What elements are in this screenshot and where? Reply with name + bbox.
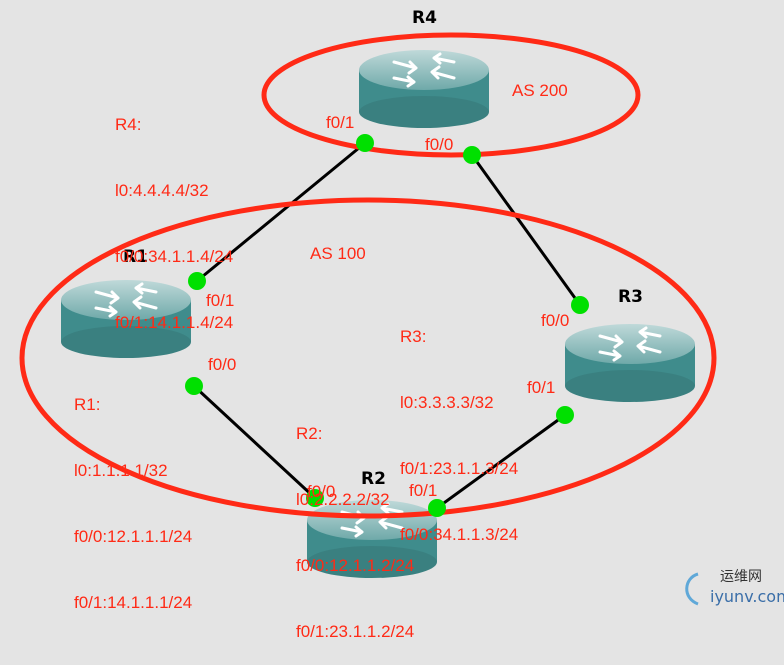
port-r1-f01[interactable] [188,272,206,290]
iface-r4-f01: f0/1 [326,113,355,132]
config-r3-line: f0/0:34.1.1.3/24 [400,525,519,544]
config-r4-line: R4: [115,115,142,134]
config-r1-line: f0/1:14.1.1.1/24 [74,593,193,612]
config-r2: R2: l0:2.2.2.2/32 f0/0:12.1.1.2/24 f0/1:… [296,379,414,665]
as100-ellipse [19,197,717,519]
router-r4[interactable] [357,48,491,130]
link-r2-r3 [436,413,566,510]
config-r3: R3: l0:3.3.3.3/32 f0/1:23.1.1.3/24 f0/0:… [400,282,518,568]
iface-r1-f00: f0/0 [208,355,237,374]
port-r3-f00[interactable] [571,296,589,314]
config-r4-line: f0/0:34.1.1.4/24 [115,247,234,266]
link-r4-r3 [470,154,582,306]
iface-r3-f01: f0/1 [527,378,556,397]
config-r4-line: f0/1:14.1.1.4/24 [115,313,234,332]
router-label-r3: R3 [618,287,643,307]
config-r2-line: R2: [296,424,323,443]
port-r4-f01[interactable] [356,134,374,152]
iface-r3-f00: f0/0 [541,311,570,330]
as100-label: AS 100 [310,244,366,263]
config-r2-line: f0/1:23.1.1.2/24 [296,622,415,641]
link-r4-r1 [196,141,366,283]
config-r3-line: f0/1:23.1.1.3/24 [400,459,519,478]
iface-r2-f01: f0/1 [409,481,438,500]
config-r1-line: l0:1.1.1.1/32 [74,461,168,480]
iface-r2-f00: f0/0 [307,482,336,501]
watermark-cn: 运维网 [720,569,762,585]
port-r2-f01[interactable] [428,499,446,517]
as200-label: AS 200 [512,81,568,100]
config-r4-line: l0:4.4.4.4/32 [115,181,209,200]
as200-ellipse [261,32,641,158]
iface-r4-f00: f0/0 [425,135,454,154]
port-r2-f00[interactable] [306,489,324,507]
config-r4: R4: l0:4.4.4.4/32 f0/0:34.1.1.4/24 f0/1:… [115,70,233,356]
config-r3-line: l0:3.3.3.3/32 [400,393,494,412]
watermark-logo-icon [685,572,699,606]
router-label-r4: R4 [412,8,437,28]
iface-r1-f01: f0/1 [206,291,235,310]
topology-diagram [19,32,717,580]
config-r3-line: R3: [400,327,427,346]
config-r2-line: f0/0:12.1.1.2/24 [296,556,415,575]
router-label-r1: R1 [123,247,148,267]
router-label-r2: R2 [361,469,386,489]
port-r1-f00[interactable] [185,377,203,395]
link-r1-r2 [192,384,317,500]
config-r1-line: R1: [74,395,101,414]
watermark-en: iyunv.com [710,587,784,606]
port-r3-f01[interactable] [556,406,574,424]
port-r4-f00[interactable] [463,146,481,164]
config-r1: R1: l0:1.1.1.1/32 f0/0:12.1.1.1/24 f0/1:… [74,350,192,636]
config-r2-line: l0:2.2.2.2/32 [296,490,390,509]
router-r3[interactable] [563,322,697,404]
config-r1-line: f0/0:12.1.1.1/24 [74,527,193,546]
